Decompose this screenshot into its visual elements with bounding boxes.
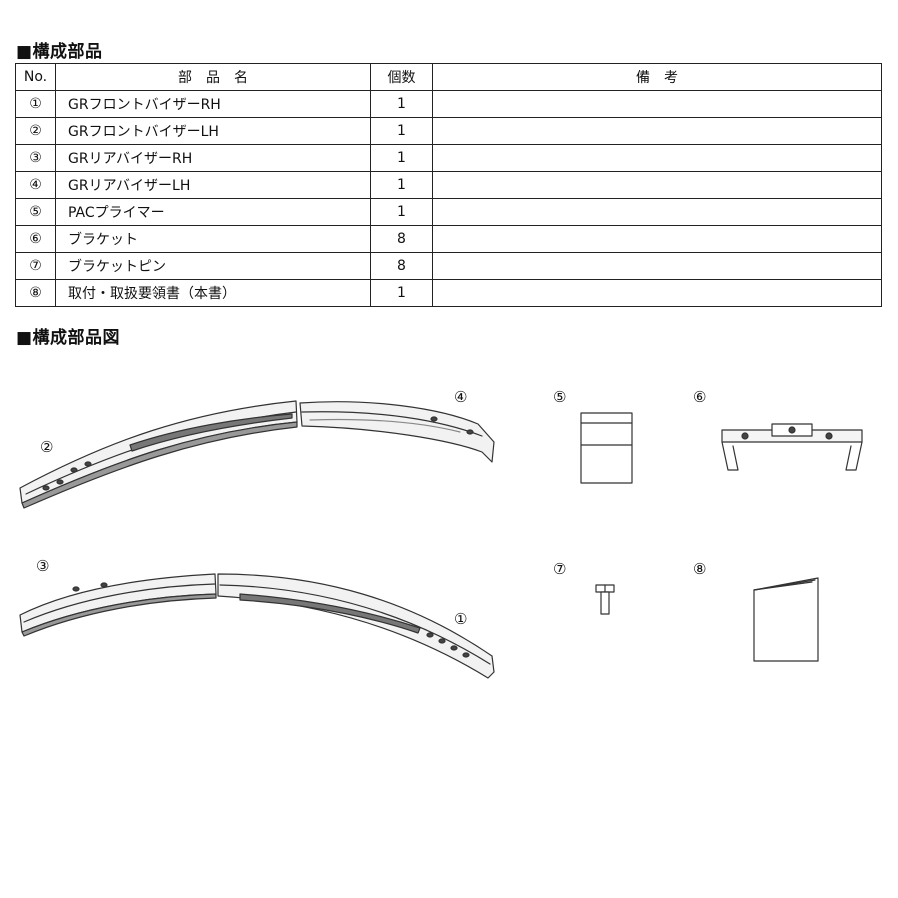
bracket-illustration: [721, 423, 863, 471]
row-remarks: [432, 279, 882, 307]
front-visor-lh-illustration: [19, 400, 298, 509]
header-part-name: 部 品 名: [55, 63, 371, 91]
row-number: ⑤: [15, 198, 56, 226]
callout-8: ⑧: [693, 560, 707, 578]
callout-7: ⑦: [553, 560, 567, 578]
parts-diagram-heading: ■構成部品図: [16, 328, 121, 348]
callout-2: ②: [40, 438, 54, 456]
row-number: ④: [15, 171, 56, 199]
front-visor-rh-illustration: [217, 573, 495, 679]
callout-6: ⑥: [693, 388, 707, 406]
bracket-pin-illustration: [595, 584, 615, 615]
row-part-name: 取付・取扱要領書（本書）: [55, 279, 371, 307]
table-row: ① GRフロントバイザーRH 1: [15, 90, 882, 118]
row-quantity: 1: [370, 90, 433, 118]
header-quantity: 個数: [370, 63, 433, 91]
row-quantity: 1: [370, 279, 433, 307]
callout-4: ④: [454, 388, 468, 406]
parts-list-heading: ■構成部品: [16, 42, 103, 62]
row-quantity: 1: [370, 171, 433, 199]
table-row: ④ GRリアバイザーLH 1: [15, 171, 882, 199]
callout-3: ③: [36, 557, 50, 575]
row-remarks: [432, 225, 882, 253]
table-row: ⑤ PACプライマー 1: [15, 198, 882, 226]
header-no: No.: [15, 63, 56, 91]
table-row: ⑥ ブラケット 8: [15, 225, 882, 253]
manual-illustration: [753, 577, 819, 662]
row-part-name: PACプライマー: [55, 198, 371, 226]
rear-visor-lh-illustration: [299, 401, 495, 463]
callout-5: ⑤: [553, 388, 567, 406]
primer-packet-illustration: [580, 412, 633, 484]
table-row: ⑧ 取付・取扱要領書（本書） 1: [15, 279, 882, 307]
callout-1: ①: [454, 610, 468, 628]
row-quantity: 1: [370, 144, 433, 172]
row-number: ⑧: [15, 279, 56, 307]
row-part-name: GRフロントバイザーLH: [55, 117, 371, 145]
parts-table: No. 部 品 名 個数 備 考 ① GRフロントバイザーRH 1 ② GRフロ…: [15, 63, 882, 307]
row-part-name: ブラケット: [55, 225, 371, 253]
table-header-row: No. 部 品 名 個数 備 考: [15, 63, 882, 91]
row-remarks: [432, 198, 882, 226]
rear-visor-rh-illustration: [19, 573, 217, 637]
row-remarks: [432, 144, 882, 172]
